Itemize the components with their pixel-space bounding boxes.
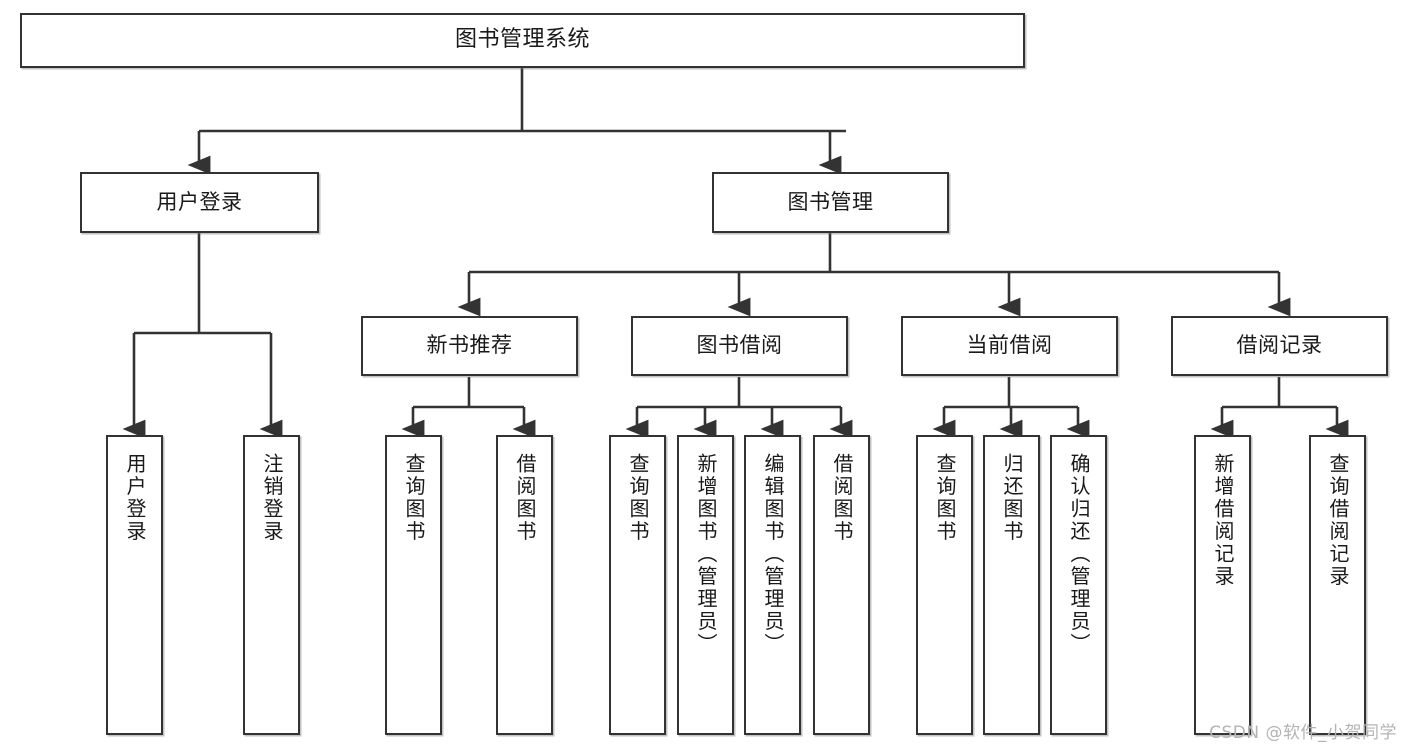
node-label: 图书管理 <box>787 189 874 214</box>
leaf-currentborrow-query-book[interactable]: 查询图书 <box>916 435 973 735</box>
node-borrow-record[interactable]: 借阅记录 <box>1171 316 1388 376</box>
node-label: 用户登录 <box>156 189 243 214</box>
leaf-logout[interactable]: 注销登录 <box>243 435 300 735</box>
leaf-borrowrecord-add-record[interactable]: 新增借阅记录 <box>1194 435 1251 735</box>
node-book-borrow[interactable]: 图书借阅 <box>631 316 848 376</box>
leaf-newbook-query-book[interactable]: 查询图书 <box>385 435 442 735</box>
node-label: 查询图书 <box>933 453 957 543</box>
leaf-bookborrow-add-book-admin[interactable]: 新增图书（管理员） <box>677 435 734 735</box>
node-new-book-recommend[interactable]: 新书推荐 <box>361 316 578 376</box>
node-label: 编辑图书（管理员） <box>761 453 785 656</box>
node-user-login[interactable]: 用户登录 <box>80 172 319 233</box>
node-label: 用户登录 <box>123 453 147 543</box>
leaf-newbook-borrow-book[interactable]: 借阅图书 <box>496 435 553 735</box>
leaf-currentborrow-confirm-return-admin[interactable]: 确认归还（管理员） <box>1050 435 1107 735</box>
leaf-currentborrow-return-book[interactable]: 归还图书 <box>983 435 1040 735</box>
leaf-user-login[interactable]: 用户登录 <box>106 435 163 735</box>
leaf-bookborrow-query-book[interactable]: 查询图书 <box>609 435 666 735</box>
node-label: 查询图书 <box>402 453 426 543</box>
node-label: 借阅图书 <box>513 453 537 543</box>
node-label: 图书借阅 <box>696 333 783 358</box>
node-book-management[interactable]: 图书管理 <box>712 172 949 233</box>
node-label: 归还图书 <box>1000 453 1024 543</box>
leaf-borrowrecord-query-record[interactable]: 查询借阅记录 <box>1309 435 1366 735</box>
node-label: 新书推荐 <box>426 333 513 358</box>
node-label: 确认归还（管理员） <box>1067 453 1091 656</box>
node-label: 查询借阅记录 <box>1326 453 1350 588</box>
leaf-bookborrow-edit-book-admin[interactable]: 编辑图书（管理员） <box>744 435 801 735</box>
watermark-text: CSDN @软件_小贺同学 <box>1209 723 1397 743</box>
node-current-borrow[interactable]: 当前借阅 <box>901 316 1118 376</box>
node-label: 新增图书（管理员） <box>694 453 718 656</box>
node-root-book-management-system[interactable]: 图书管理系统 <box>20 13 1025 68</box>
node-label: 借阅图书 <box>830 453 854 543</box>
node-label: 当前借阅 <box>966 333 1053 358</box>
node-label: 新增借阅记录 <box>1211 453 1235 588</box>
node-label: 图书管理系统 <box>454 27 590 53</box>
node-label: 注销登录 <box>260 453 284 543</box>
node-label: 查询图书 <box>626 453 650 543</box>
node-label: 借阅记录 <box>1236 333 1323 358</box>
leaf-bookborrow-borrow-book[interactable]: 借阅图书 <box>813 435 870 735</box>
